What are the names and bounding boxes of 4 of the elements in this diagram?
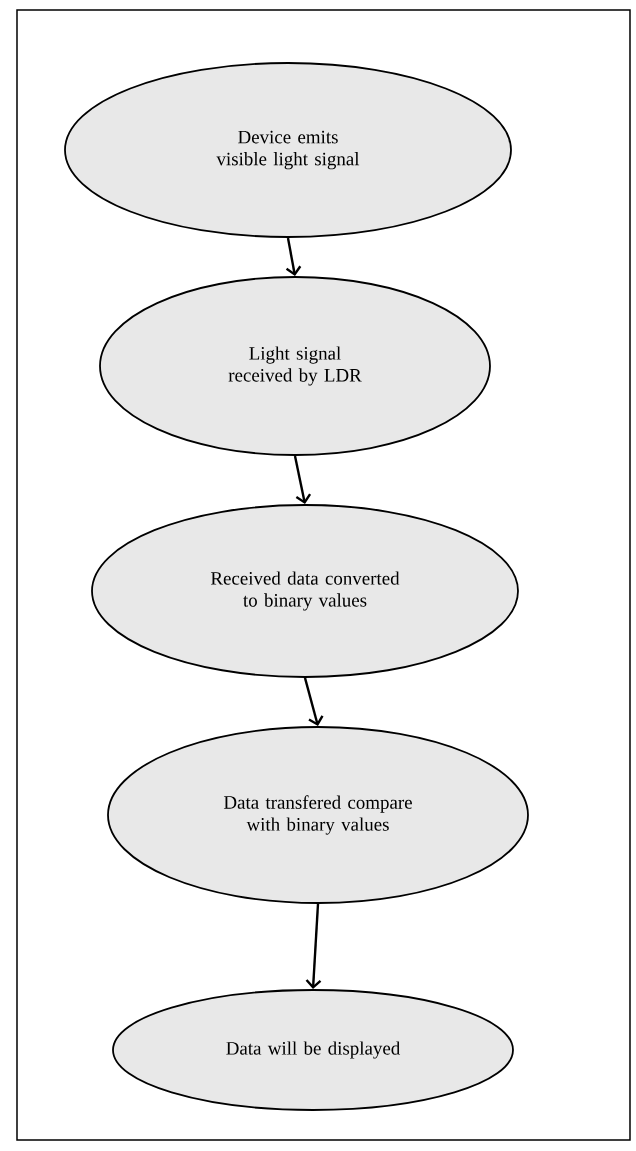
arrow [303,677,324,727]
arrow [285,237,302,277]
arrow [293,455,312,505]
arrow [305,903,322,990]
